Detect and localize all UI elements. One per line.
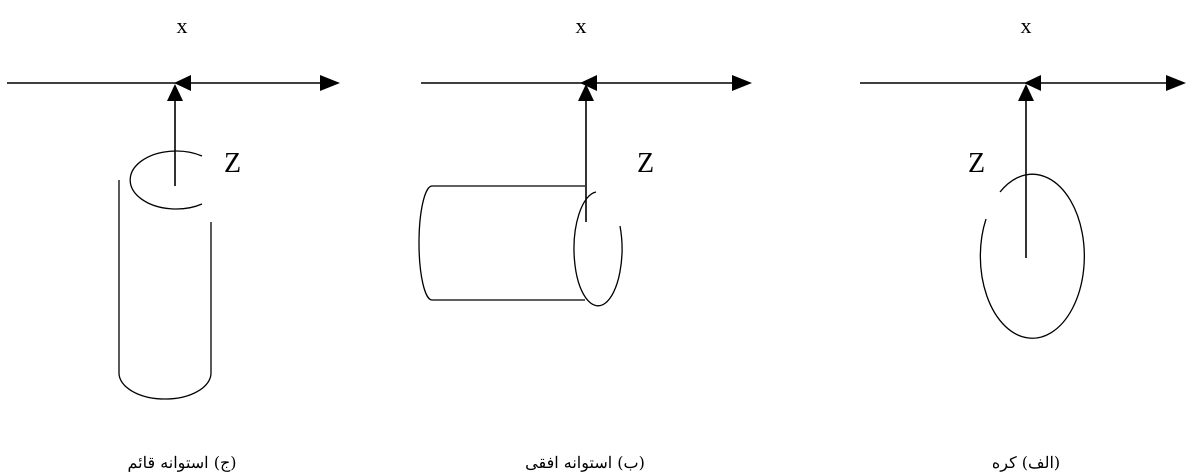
- panel-vertical-cylinder: x Z (ج) استوانه قائم: [7, 13, 340, 472]
- cylinder-top-ellipse: [129, 150, 203, 210]
- z-axis-label: Z: [968, 148, 985, 179]
- x-axis-label: x: [576, 13, 587, 38]
- x-axis-label: x: [177, 13, 188, 38]
- x-axis-arrowhead-right: [732, 75, 752, 91]
- x-axis-arrowhead-right: [1166, 75, 1186, 91]
- cylinder-right-end: [573, 191, 623, 307]
- z-axis-arrowhead: [578, 84, 594, 101]
- cylinder-left-end: [418, 185, 433, 301]
- caption-sphere: (الف) کره: [992, 453, 1060, 472]
- x-axis-label: x: [1021, 13, 1032, 38]
- sphere-outline: [979, 173, 1085, 339]
- cylinder-bottom-arc: [118, 372, 212, 400]
- x-axis-arrowhead-left: [1024, 75, 1041, 91]
- x-axis-arrowhead-right: [320, 75, 340, 91]
- z-axis-label: Z: [224, 148, 241, 179]
- x-axis-arrowhead-left: [174, 75, 191, 91]
- caption-vertical-cylinder: (ج) استوانه قائم: [127, 453, 236, 472]
- caption-horizontal-cylinder: (ب) استوانه افقی: [525, 453, 645, 472]
- panel-sphere: x Z (الف) کره: [860, 13, 1186, 472]
- z-axis-arrowhead: [1018, 84, 1034, 101]
- panel-horizontal-cylinder: x Z (ب) استوانه افقی: [418, 13, 752, 472]
- z-axis-arrowhead: [167, 84, 183, 101]
- x-axis-arrowhead-left: [580, 75, 597, 91]
- z-axis-label: Z: [637, 148, 654, 179]
